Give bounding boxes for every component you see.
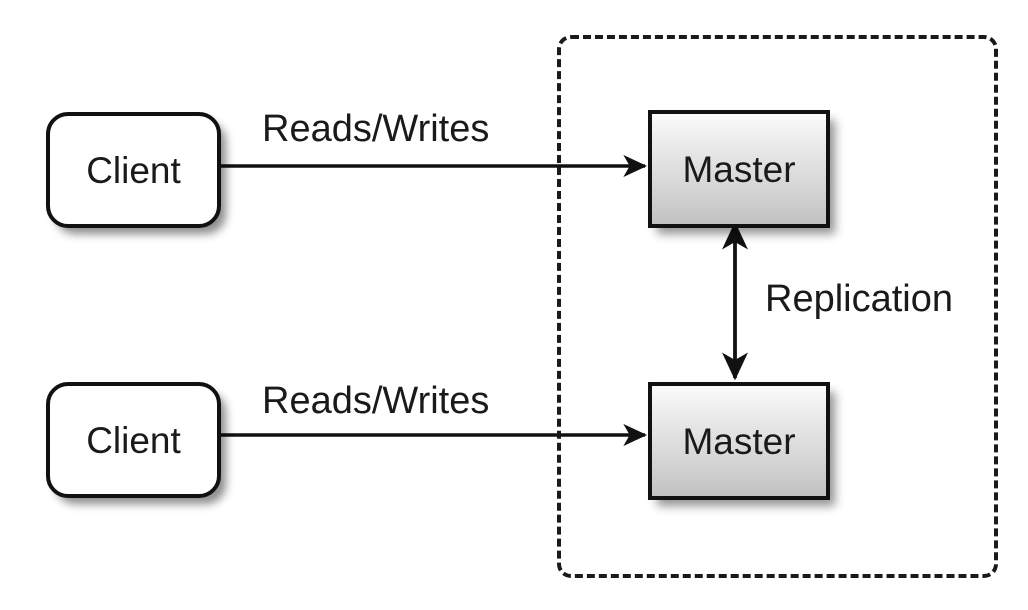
client-node-top[interactable]: Client — [46, 112, 221, 228]
master-node-bottom[interactable]: Master — [648, 382, 830, 500]
edge-label-reads-writes-top: Reads/Writes — [262, 108, 490, 150]
master-node-bottom-label: Master — [682, 420, 796, 462]
client-node-bottom[interactable]: Client — [46, 382, 221, 498]
client-node-bottom-label: Client — [86, 419, 181, 461]
master-node-top-label: Master — [682, 148, 796, 190]
edge-label-replication: Replication — [765, 278, 953, 320]
client-node-top-label: Client — [86, 149, 181, 191]
replication-cluster-boundary — [557, 35, 998, 578]
edge-label-reads-writes-bottom: Reads/Writes — [262, 380, 490, 422]
master-node-top[interactable]: Master — [648, 110, 830, 228]
